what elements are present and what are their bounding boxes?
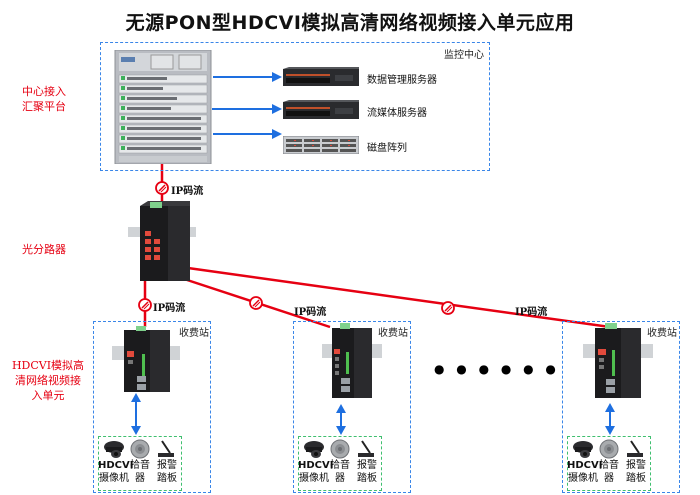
label-optical-splitter: 光分路器 <box>22 243 66 256</box>
bidirectional-arrow-station-3 <box>605 403 615 435</box>
data-server-label: 数据管理服务器 <box>367 75 437 86</box>
label-line: 踏板 <box>357 473 377 484</box>
diagram-title: 无源PON型HDCVI模拟高清网络视频接入单元应用 <box>125 12 575 34</box>
station-devices: HDCVI 摄像机 拾音 器 报警 踏板 <box>298 436 382 491</box>
station-tag: 收费站 <box>647 328 677 339</box>
hdcvi-access-unit-icon <box>322 323 382 398</box>
label-line: 拾音 <box>330 460 350 471</box>
dome-camera-icon <box>104 441 124 458</box>
more-stations-ellipsis: ● ● ● ● ● ● <box>434 362 560 376</box>
label-line: 摄像机 <box>99 473 129 484</box>
chassis-switch-icon <box>114 50 212 164</box>
optical-signal-icon <box>155 181 169 195</box>
ip-stream-label: IP码流 <box>294 307 327 318</box>
dome-camera-icon <box>304 441 324 458</box>
station-box-3 <box>562 321 680 493</box>
microphone-pickup-icon <box>330 439 350 459</box>
label-hdcvi-unit: HDCVI模拟高 清网络视频接 入单元 <box>6 358 90 403</box>
disk-array-label: 磁盘阵列 <box>367 143 407 154</box>
arrow-to-data-server <box>213 72 282 82</box>
rack-server-icon <box>283 67 359 86</box>
ip-stream-label: IP码流 <box>515 307 548 318</box>
ip-stream-label: IP码流 <box>171 186 204 197</box>
station-box-1 <box>93 321 211 493</box>
label-line: 中心接入 <box>22 85 66 98</box>
alarm-pedal-icon <box>627 440 643 457</box>
optical-signal-icon <box>249 296 263 310</box>
label-line: 摄像机 <box>568 473 598 484</box>
station-devices: HDCVI 摄像机 拾音 器 报警 踏板 <box>98 436 182 491</box>
monitor-center-box <box>100 42 490 171</box>
optical-signal-icon <box>441 301 455 315</box>
label-line: 清网络视频接 <box>15 374 81 387</box>
link-splitter-station-3 <box>187 266 611 329</box>
label-line: 拾音 <box>130 460 150 471</box>
station-devices-box-2 <box>298 436 382 491</box>
pedal-label: 报警 踏板 <box>354 459 380 485</box>
label-line: HDCVI <box>298 460 334 471</box>
stream-server-label: 流媒体服务器 <box>367 108 427 119</box>
camera-label: HDCVI 摄像机 <box>567 459 603 485</box>
dome-camera-icon <box>573 441 593 458</box>
label-line: 踏板 <box>626 473 646 484</box>
label-line: 踏板 <box>157 473 177 484</box>
optical-signal-icon <box>138 298 152 312</box>
hdcvi-access-unit-icon <box>112 326 180 392</box>
station-box-2 <box>293 321 411 493</box>
label-line: 摄像机 <box>299 473 329 484</box>
camera-label: HDCVI 摄像机 <box>298 459 334 485</box>
station-devices: HDCVI 摄像机 拾音 器 报警 踏板 <box>567 436 651 491</box>
pedal-label: 报警 踏板 <box>154 459 180 485</box>
label-line: 拾音 <box>599 460 619 471</box>
station-devices-box-3 <box>567 436 651 491</box>
ip-stream-label: IP码流 <box>153 303 186 314</box>
bidirectional-arrow-station-2 <box>336 404 346 435</box>
pickup-label: 拾音 器 <box>328 459 352 485</box>
label-line: HDCVI <box>98 460 134 471</box>
optical-splitter-icon <box>128 201 196 281</box>
hdcvi-access-unit-icon <box>583 323 653 398</box>
label-line: HDCVI模拟高 <box>11 359 85 372</box>
station-devices-box-1 <box>98 436 182 491</box>
pedal-label: 报警 踏板 <box>623 459 649 485</box>
label-line: 汇聚平台 <box>22 100 66 113</box>
disk-array-icon <box>283 136 359 154</box>
microphone-pickup-icon <box>599 439 619 459</box>
label-line: 报警 <box>626 460 646 471</box>
label-line: 器 <box>604 473 614 484</box>
arrow-to-stream-server <box>212 104 282 114</box>
bidirectional-arrow-station-1 <box>131 393 141 435</box>
microphone-pickup-icon <box>130 439 150 459</box>
alarm-pedal-icon <box>158 440 174 457</box>
label-line: 报警 <box>157 460 177 471</box>
label-line: 入单元 <box>31 389 65 402</box>
station-tag: 收费站 <box>179 328 209 339</box>
rack-server-icon <box>283 100 359 119</box>
pickup-label: 拾音 器 <box>597 459 621 485</box>
alarm-pedal-icon <box>358 440 374 457</box>
label-center-access: 中心接入 汇聚平台 <box>14 84 74 114</box>
pickup-label: 拾音 器 <box>128 459 152 485</box>
station-tag: 收费站 <box>378 328 408 339</box>
label-line: HDCVI <box>567 460 603 471</box>
monitor-center-tag: 监控中心 <box>444 50 484 61</box>
label-line: 器 <box>335 473 345 484</box>
label-line: 器 <box>135 473 145 484</box>
arrow-to-disk-array <box>213 129 282 139</box>
camera-label: HDCVI 摄像机 <box>98 459 134 485</box>
label-line: 报警 <box>357 460 377 471</box>
